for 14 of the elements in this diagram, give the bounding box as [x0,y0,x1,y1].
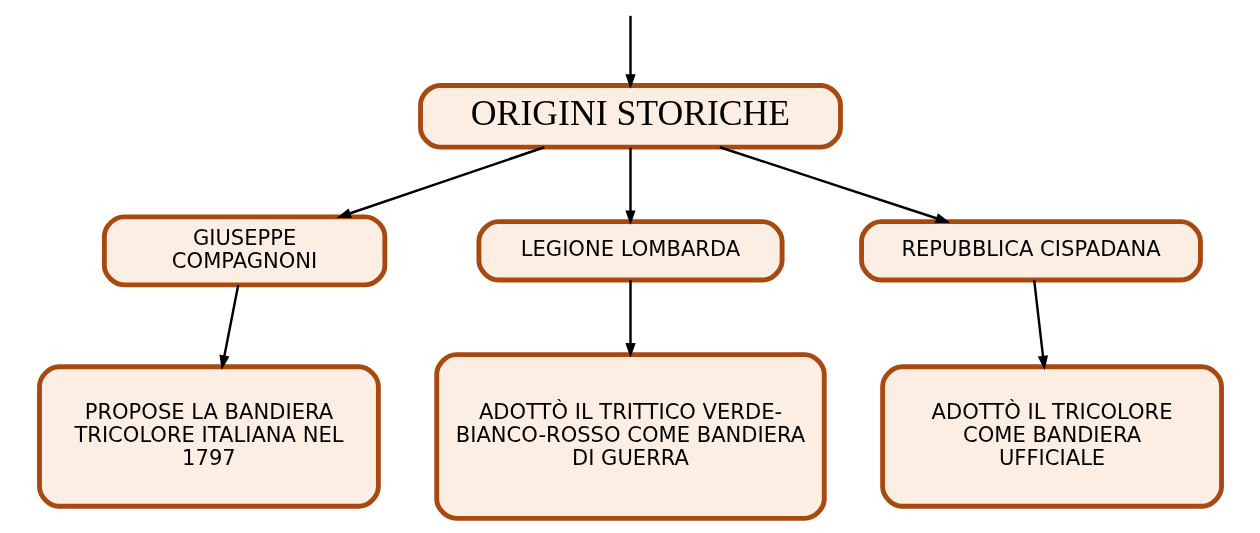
arrow [624,147,636,226]
node-box: ADOTTÒ IL TRITTICO VERDE-BIANCO-ROSSO COME BANDIERA DI GUERRA [433,352,827,521]
arrow [1032,280,1048,371]
node-box: GIUSEPPE COMPAGNONI [101,214,387,288]
arrow [335,146,545,219]
node-box: REPUBBLICA CISPADANA [858,219,1203,283]
arrow [719,146,950,224]
node-box: ADOTTÒ IL TRICOLORE COME BANDIERA UFFICIALE [879,364,1224,509]
arrow [624,280,636,358]
node-box: LEGIONE LOMBARDA [475,219,785,283]
arrow [624,15,636,89]
node-box: PROPOSE LA BANDIERA TRICOLORE ITALIANA NEL 1797 [36,364,381,509]
arrow [218,284,239,370]
node-box: ORIGINI STORICHE [417,83,843,150]
